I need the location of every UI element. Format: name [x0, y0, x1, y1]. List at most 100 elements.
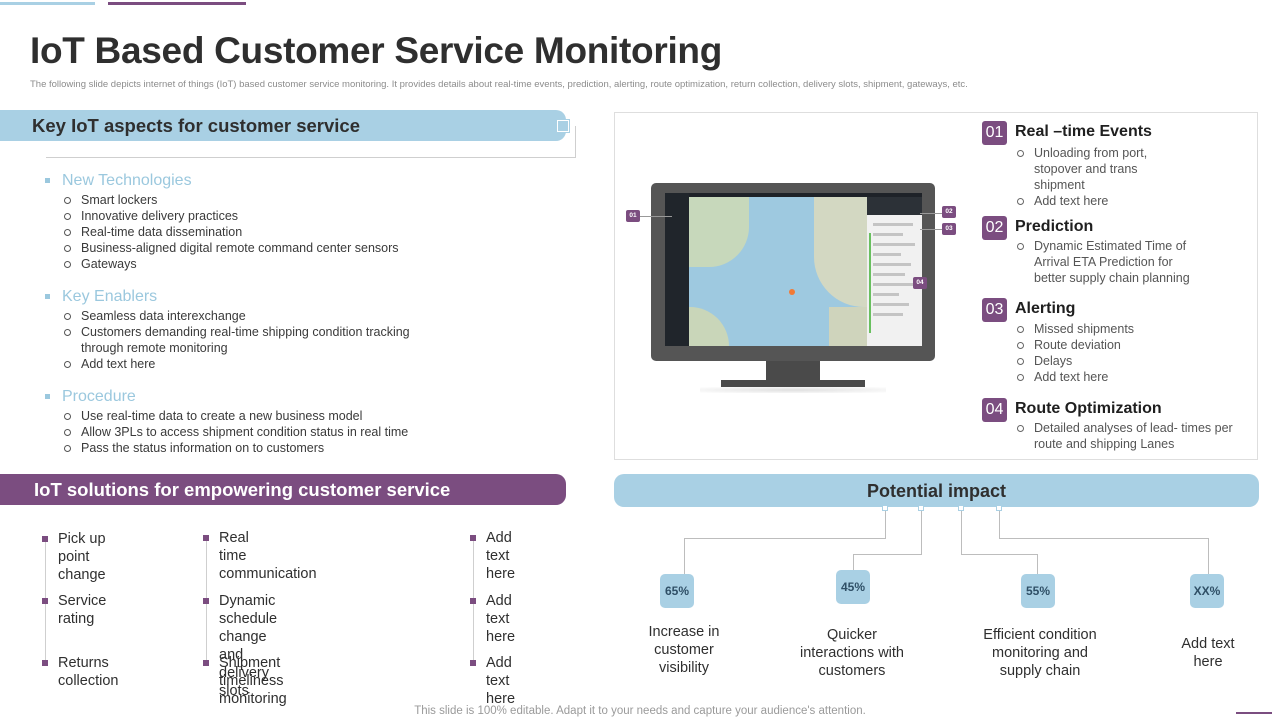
section-title: Procedure	[45, 386, 408, 408]
list-item: Dynamic Estimated Time of Arrival ETA Pr…	[1016, 238, 1206, 286]
impact-connector-dot	[996, 505, 1002, 511]
solution-marker	[203, 598, 209, 604]
list-item: Unloading from port, stopover and trans …	[1016, 145, 1166, 193]
list-item: Allow 3PLs to access shipment condition …	[63, 424, 408, 440]
screen-panel-line	[873, 263, 911, 266]
map-land	[689, 307, 729, 346]
screen-progress-line	[869, 233, 871, 333]
impact-label: Quicker interactions with customers	[800, 627, 904, 679]
impact-connector	[684, 538, 886, 539]
monitor-shadow	[700, 387, 886, 393]
impact-connector-dot	[958, 505, 964, 511]
key-aspects-connector-dot	[556, 119, 570, 133]
impact-label: Increase in customer visibility	[648, 624, 720, 676]
solution-marker	[203, 535, 209, 541]
impact-connector	[1208, 538, 1209, 574]
footer-note: This slide is 100% editable. Adapt it to…	[414, 705, 866, 717]
solution-marker	[470, 660, 476, 666]
solution-label: Real time communication	[219, 530, 317, 582]
impact-label: Add text here	[1181, 636, 1235, 670]
events-panel	[614, 112, 1258, 460]
solution-label: Shipment timeliness monitoring	[219, 655, 287, 707]
screen-panel-line	[873, 223, 913, 226]
event-number-badge: 04	[982, 398, 1007, 422]
section-key-enablers: Key Enablers Seamless data interexchange…	[45, 286, 410, 372]
event-title: Route Optimization	[1015, 400, 1162, 417]
tag-connector	[920, 229, 942, 230]
potential-impact-header: Potential impact	[614, 474, 1259, 507]
impact-connector	[885, 509, 886, 539]
bottom-accent-bar	[1236, 712, 1272, 714]
screen-side-panel	[867, 197, 922, 346]
screen-panel-line	[873, 293, 899, 296]
event-title: Alerting	[1015, 300, 1076, 317]
monitor-screen-image	[665, 193, 922, 346]
impact-connector-dot	[918, 505, 924, 511]
monitor-tag: 01	[626, 210, 640, 222]
key-aspects-header-label: Key IoT aspects for customer service	[32, 115, 361, 136]
event-bullets: Missed shipments Route deviation Delays …	[1016, 321, 1256, 385]
monitor-tag: 03	[942, 223, 956, 235]
impact-connector	[961, 509, 962, 555]
event-number-badge: 02	[982, 216, 1007, 240]
screen-map	[689, 197, 867, 346]
list-item-text: Customers demanding real-time shipping c…	[81, 325, 410, 339]
list-item: Seamless data interexchange	[63, 308, 410, 324]
impact-value-badge: 45%	[836, 570, 870, 604]
solution-marker	[203, 660, 209, 666]
list-item: Delays	[1016, 353, 1256, 369]
screen-panel-line	[873, 243, 915, 246]
key-aspects-header: Key IoT aspects for customer service	[0, 110, 566, 141]
event-number-badge: 01	[982, 121, 1007, 145]
section-procedure: Procedure Use real-time data to create a…	[45, 386, 408, 456]
list-item: Detailed analyses of lead- times per rou…	[1016, 420, 1250, 452]
event-bullets: Detailed analyses of lead- times per rou…	[1016, 420, 1256, 452]
solutions-header: IoT solutions for empowering customer se…	[0, 474, 566, 505]
screen-sidebar	[665, 193, 689, 346]
list-item: Innovative delivery practices	[63, 208, 399, 224]
impact-connector	[853, 554, 922, 555]
list-item: Real-time data dissemination	[63, 224, 399, 240]
tag-connector	[640, 216, 672, 217]
impact-connector	[999, 538, 1209, 539]
impact-value-badge: 55%	[1021, 574, 1055, 608]
impact-connector	[853, 554, 854, 570]
impact-value-badge: XX%	[1190, 574, 1224, 608]
solution-label: Dynamic schedule change and delivery slo…	[219, 593, 278, 699]
solution-label: Pick up point change	[58, 531, 106, 583]
tag-connector	[920, 213, 942, 214]
top-accent-bar-purple	[108, 2, 246, 5]
map-land	[829, 307, 867, 346]
impact-connector-dot	[882, 505, 888, 511]
section-new-technologies: New Technologies Smart lockers Innovativ…	[45, 170, 399, 272]
bullet-list: Use real-time data to create a new busin…	[45, 408, 408, 456]
list-item: Add text here	[1016, 193, 1256, 209]
screen-panel-line	[873, 253, 901, 256]
key-aspects-connector-line	[575, 126, 576, 158]
screen-panel-line	[873, 283, 913, 286]
event-title: Real –time Events	[1015, 123, 1152, 140]
impact-connector	[1037, 554, 1038, 574]
screen-panel-line	[873, 273, 905, 276]
monitor-tag: 04	[913, 277, 927, 289]
list-item: Missed shipments	[1016, 321, 1256, 337]
screen-panel-line	[873, 233, 903, 236]
event-bullets: Unloading from port, stopover and trans …	[1016, 145, 1256, 209]
list-item: Gateways	[63, 256, 399, 272]
list-item: Use real-time data to create a new busin…	[63, 408, 408, 424]
section-title: Key Enablers	[45, 286, 410, 308]
section-title: New Technologies	[45, 170, 399, 192]
key-aspects-divider	[46, 157, 576, 158]
solution-marker	[470, 535, 476, 541]
solution-marker	[470, 598, 476, 604]
solutions-header-label: IoT solutions for empowering customer se…	[34, 479, 451, 500]
top-accent-bar-blue	[0, 2, 95, 5]
solution-marker	[42, 598, 48, 604]
bullet-list: Seamless data interexchange Customers de…	[45, 308, 410, 372]
solution-label: Add text here	[486, 655, 516, 707]
impact-connector	[999, 509, 1000, 539]
screen-panel-line	[873, 303, 909, 306]
potential-impact-header-label: Potential impact	[866, 481, 1007, 501]
list-item: Add text here	[1016, 369, 1256, 385]
list-item: Add text here	[63, 356, 410, 372]
